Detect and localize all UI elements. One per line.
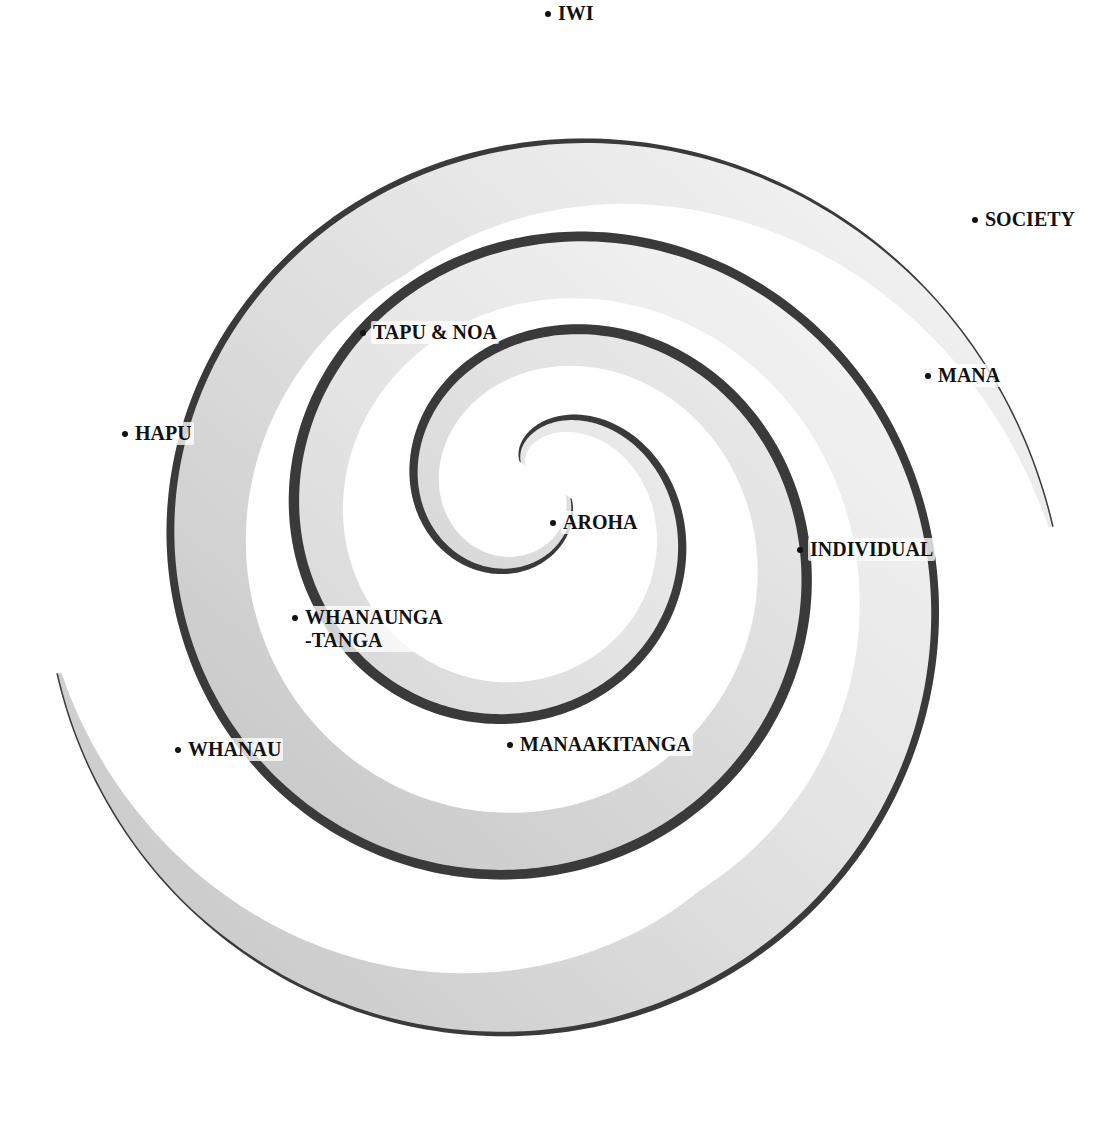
concept-label: AROHA: [561, 511, 639, 534]
concept-label: HAPU: [133, 422, 194, 445]
spiral-label: TAPU & NOA: [360, 321, 499, 344]
bullet-dot: [972, 217, 978, 223]
concept-label: SOCIETY: [983, 208, 1077, 231]
spiral-arms: [56, 138, 1053, 1036]
spiral-shading: [56, 138, 1053, 1036]
bullet-dot: [175, 747, 181, 753]
bullet-dot: [292, 615, 298, 621]
concept-label: MANAAKITANGA: [518, 733, 693, 756]
bullet-dot: [507, 742, 513, 748]
spiral-label: WHANAU: [175, 738, 283, 761]
bullet-dot: [797, 547, 803, 553]
spiral-label: HAPU: [122, 422, 194, 445]
bullet-dot: [545, 11, 551, 17]
spiral-label: IWI: [545, 2, 596, 25]
bullet-dot: [122, 431, 128, 437]
spiral-label: MANAAKITANGA: [507, 733, 693, 756]
concept-label: MANA: [936, 364, 1002, 387]
concept-label: IWI: [556, 2, 596, 25]
spiral-label: SOCIETY: [972, 208, 1077, 231]
bullet-dot: [925, 373, 931, 379]
spiral-label: WHANAUNGA -TANGA: [292, 606, 452, 652]
concept-label: TAPU & NOA: [371, 321, 499, 344]
concept-label: INDIVIDUAL: [808, 538, 935, 561]
bullet-dot: [360, 330, 366, 336]
spiral-label: MANA: [925, 364, 1002, 387]
concept-label: WHANAUNGA -TANGA: [303, 606, 452, 652]
spiral-label: AROHA: [550, 511, 639, 534]
spiral-label: INDIVIDUAL: [797, 538, 935, 561]
concept-label: WHANAU: [186, 738, 283, 761]
bullet-dot: [550, 520, 556, 526]
spiral-arm: [56, 232, 939, 1037]
